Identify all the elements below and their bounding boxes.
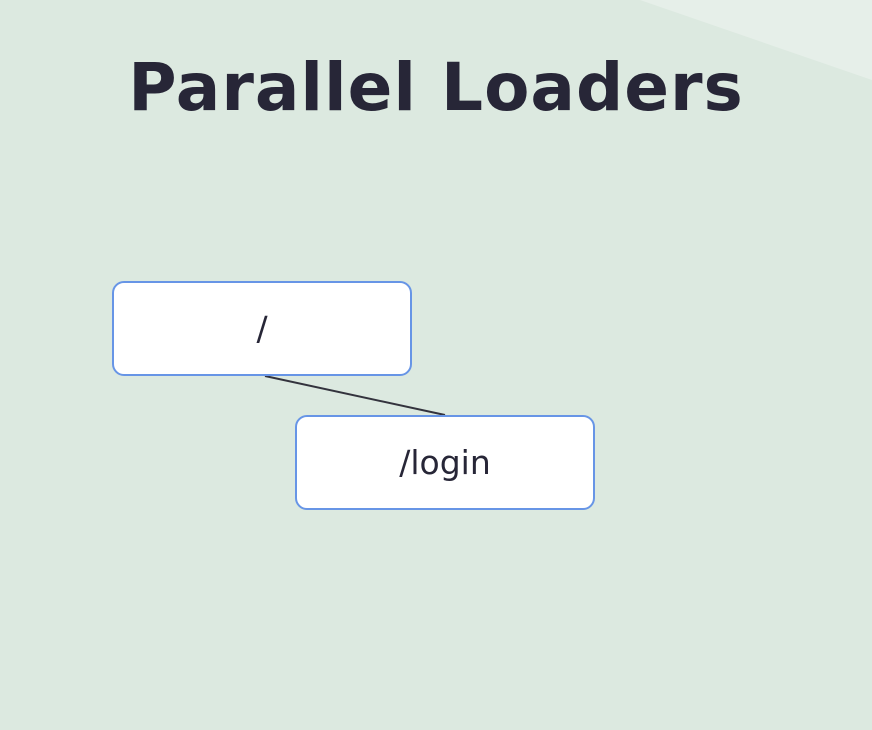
route-node-label: /: [256, 309, 268, 348]
route-node-root: /: [112, 281, 412, 376]
route-node-label: /login: [399, 443, 491, 482]
page-title: Parallel Loaders: [128, 49, 744, 126]
route-node-login: /login: [295, 415, 595, 510]
edge-root-to-login: [264, 375, 446, 416]
